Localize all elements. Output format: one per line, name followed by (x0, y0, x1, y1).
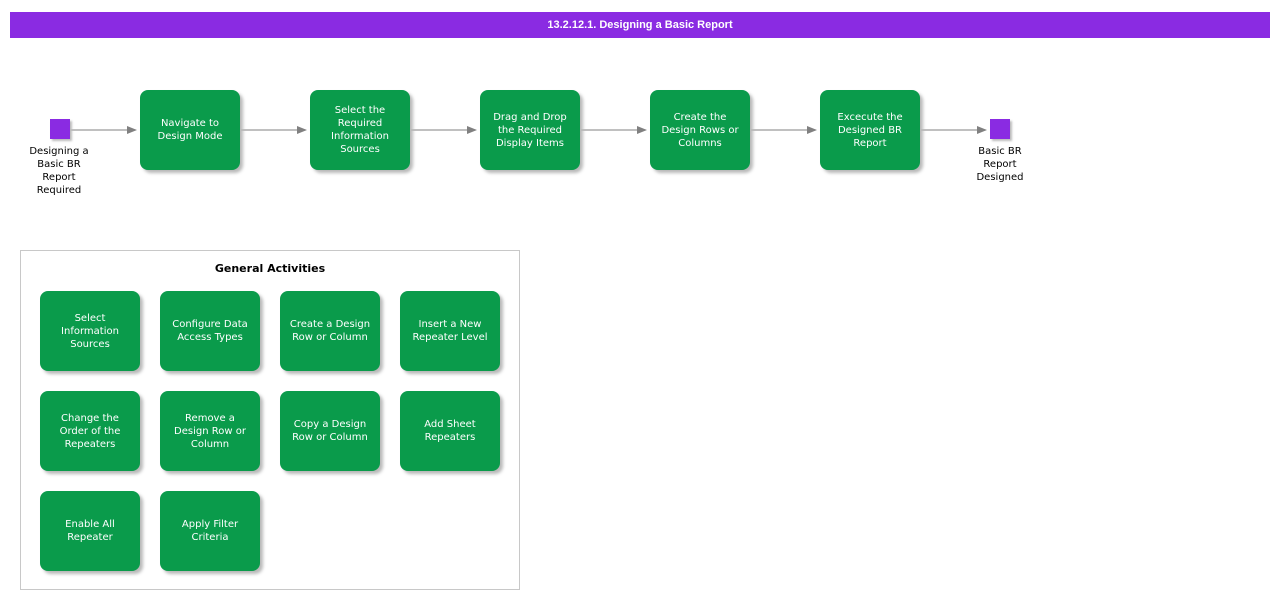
flow-step-select-information-sources[interactable]: Select the Required Information Sources (310, 90, 410, 170)
flow-step-navigate-to-design-mode[interactable]: Navigate to Design Mode (140, 90, 240, 170)
activity-create-design-row-or-column[interactable]: Create a Design Row or Column (280, 291, 380, 371)
title-bar: 13.2.12.1. Designing a Basic Report (10, 12, 1270, 38)
activity-apply-filter-criteria[interactable]: Apply Filter Criteria (160, 491, 260, 571)
activity-remove-design-row-or-column[interactable]: Remove a Design Row or Column (160, 391, 260, 471)
end-node-marker (990, 119, 1010, 139)
activity-label: Change the Order of the Repeaters (59, 412, 121, 450)
activity-label: Apply Filter Criteria (181, 519, 239, 543)
activity-label: Select Information Sources (61, 312, 119, 350)
activity-insert-new-repeater-level[interactable]: Insert a New Repeater Level (400, 291, 500, 371)
start-node-label: Designing a Basic BR Report Required (29, 146, 89, 196)
general-activities-panel: General Activities Select Information So… (20, 250, 520, 590)
flow-step-label: Create the Design Rows or Columns (661, 111, 739, 149)
page-title: 13.2.12.1. Designing a Basic Report (547, 19, 733, 31)
end-node-label: Basic BR Report Designed (976, 146, 1024, 183)
flow-step-label: Select the Required Information Sources (331, 105, 389, 155)
activity-add-sheet-repeaters[interactable]: Add Sheet Repeaters (400, 391, 500, 471)
activity-label: Insert a New Repeater Level (412, 319, 488, 343)
activity-label: Add Sheet Repeaters (424, 419, 476, 443)
activity-label: Copy a Design Row or Column (292, 419, 368, 443)
flow-step-label: Navigate to Design Mode (157, 118, 223, 142)
activity-change-order-of-repeaters[interactable]: Change the Order of the Repeaters (40, 391, 140, 471)
start-node-marker (50, 119, 70, 139)
activity-label: Configure Data Access Types (172, 319, 248, 343)
activity-label: Remove a Design Row or Column (174, 412, 246, 450)
activities-grid: Select Information Sources Configure Dat… (40, 291, 500, 571)
flow-step-label: Drag and Drop the Required Display Items (493, 111, 567, 149)
activity-label: Enable All Repeater (65, 519, 115, 543)
activity-copy-design-row-or-column[interactable]: Copy a Design Row or Column (280, 391, 380, 471)
activity-enable-all-repeater[interactable]: Enable All Repeater (40, 491, 140, 571)
flow-step-drag-and-drop-display-items[interactable]: Drag and Drop the Required Display Items (480, 90, 580, 170)
flow-step-label: Excecute the Designed BR Report (837, 111, 903, 149)
flow-step-create-design-rows-columns[interactable]: Create the Design Rows or Columns (650, 90, 750, 170)
activity-configure-data-access-types[interactable]: Configure Data Access Types (160, 291, 260, 371)
activity-select-information-sources[interactable]: Select Information Sources (40, 291, 140, 371)
flow-step-execute-designed-report[interactable]: Excecute the Designed BR Report (820, 90, 920, 170)
activity-label: Create a Design Row or Column (289, 319, 371, 343)
general-activities-title: General Activities (214, 262, 326, 275)
